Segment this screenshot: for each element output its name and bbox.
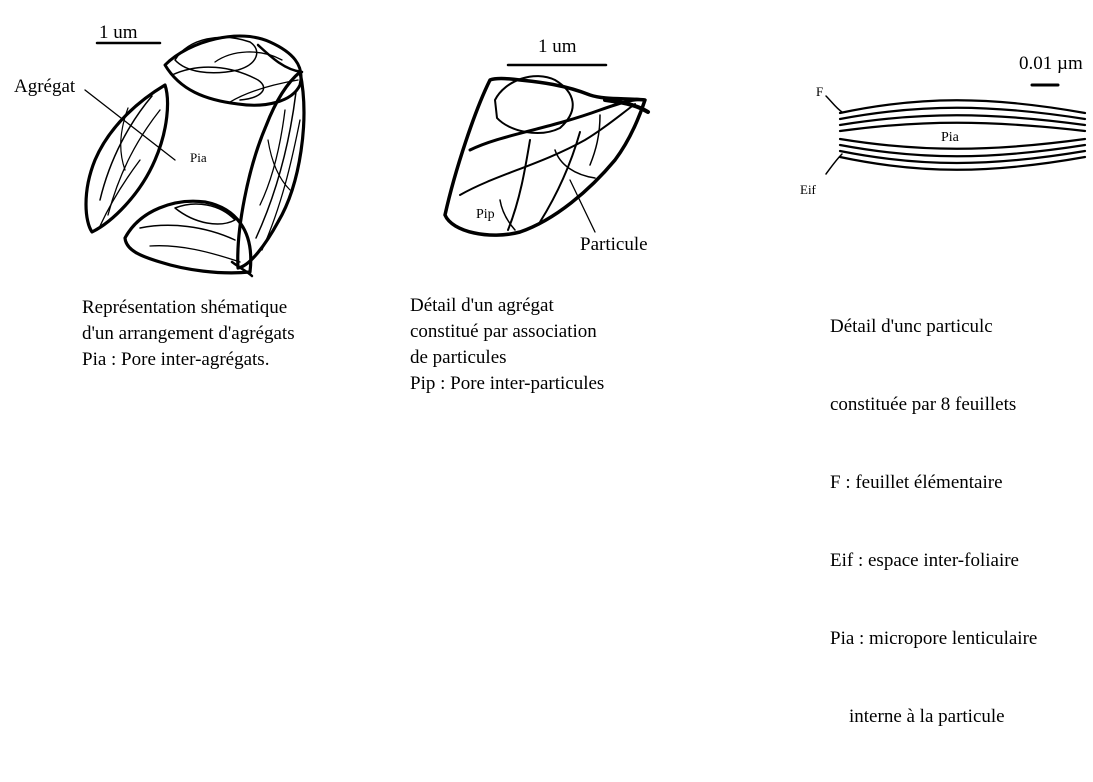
- label-pore-left: Pia: [190, 150, 207, 165]
- caption-middle: Détail d'un agrégat constitué par associ…: [410, 293, 604, 397]
- caption-middle-line: Pip : Pore inter-particules: [410, 371, 604, 397]
- sheet-6: [840, 145, 1085, 156]
- scale-label-middle: 1 um: [538, 36, 577, 57]
- leader-sheet: [826, 96, 842, 112]
- caption-middle-line: de particules: [410, 345, 604, 371]
- scale-label-right: 0.01 µm: [1019, 53, 1083, 74]
- caption-right-line: F : feuillet élémentaire: [830, 470, 1037, 496]
- caption-left-line: Pia : Pore inter-agrégats.: [82, 347, 295, 373]
- caption-right-line: interne à la particule: [830, 704, 1037, 730]
- particle-line-5: [590, 115, 600, 165]
- caption-right-line: constituée par 8 feuillets: [830, 392, 1037, 418]
- label-pore-right: Pia: [941, 130, 960, 145]
- diagram-stage: 1 um Agrégat Pia 1 um Pip Particule: [0, 0, 1093, 451]
- caption-middle-line: constitué par association: [410, 319, 604, 345]
- particle-line-3: [508, 140, 530, 230]
- sheet-1: [840, 100, 1085, 113]
- caption-left: Représentation shématique d'un arrangeme…: [82, 295, 295, 373]
- particle-line-2: [460, 104, 635, 195]
- sheet-4: [840, 123, 1085, 131]
- caption-right-line: Pia : micropore lenticulaire: [830, 626, 1037, 652]
- caption-left-line: Représentation shématique: [82, 295, 295, 321]
- leader-space: [826, 154, 842, 174]
- caption-middle-line: Détail d'un agrégat: [410, 293, 604, 319]
- label-sheet: F: [816, 84, 823, 99]
- label-pore-middle: Pip: [476, 207, 495, 222]
- aggregate-bottom: [125, 201, 252, 276]
- caption-right-line: Eif : espace inter-foliaire: [830, 548, 1037, 574]
- label-aggregate: Agrégat: [14, 76, 76, 97]
- sheet-5: [840, 139, 1085, 149]
- label-space: Eif: [800, 182, 817, 197]
- sheet-2: [840, 108, 1085, 119]
- caption-right: Détail d'unc particulc constituée par 8 …: [830, 262, 1037, 782]
- scale-label-left: 1 um: [99, 22, 138, 43]
- caption-left-line: d'un arrangement d'agrégats: [82, 321, 295, 347]
- particle-top: [495, 76, 573, 133]
- particle-line-6: [555, 150, 595, 178]
- label-particle: Particule: [580, 234, 648, 255]
- caption-right-line: Détail d'unc particulc: [830, 314, 1037, 340]
